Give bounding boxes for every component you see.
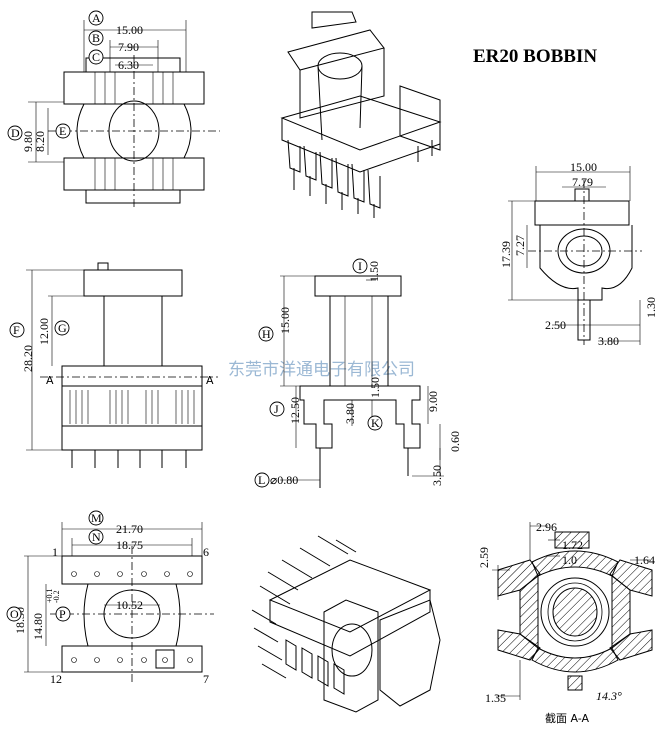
dim-2-96: 2.96 bbox=[536, 520, 557, 534]
callout-l: L bbox=[254, 472, 270, 488]
pin-label-6: 6 bbox=[203, 545, 209, 559]
callout-c: C bbox=[88, 49, 104, 65]
pin-label-12: 12 bbox=[50, 672, 62, 686]
end-view-right: 15.00 7.79 7.27 17.39 2.50 3.80 1.30 bbox=[499, 160, 658, 348]
dim-1-50-mid: 1.50 bbox=[368, 377, 382, 398]
svg-text:D: D bbox=[11, 126, 20, 140]
callout-b: B bbox=[88, 30, 104, 46]
dim-7-79: 7.79 bbox=[572, 175, 593, 189]
isometric-bottom-view bbox=[251, 535, 441, 713]
isometric-top-view bbox=[280, 11, 442, 218]
dim-1-64: 1.64 bbox=[634, 553, 655, 567]
front-view: 28.20 12.00 F G A A bbox=[9, 262, 218, 468]
callout-f: F bbox=[9, 322, 25, 338]
dim-21-70: 21.70 bbox=[116, 522, 143, 536]
svg-text:M: M bbox=[91, 511, 102, 525]
drawing-title: ER20 BOBBIN bbox=[473, 46, 597, 67]
dim-17-39: 17.39 bbox=[499, 241, 513, 268]
callout-g: G bbox=[54, 320, 70, 336]
svg-text:E: E bbox=[59, 124, 66, 138]
callout-n: N bbox=[88, 529, 104, 545]
section-marker-left: A bbox=[46, 374, 54, 387]
svg-text:F: F bbox=[13, 323, 20, 337]
callout-h: H bbox=[258, 326, 274, 342]
dim-12-50: 12.50 bbox=[288, 397, 302, 424]
callout-p: P bbox=[55, 606, 71, 622]
dim-9-00: 9.00 bbox=[426, 391, 440, 412]
callout-e: E bbox=[55, 123, 71, 139]
top-view: 15.00 7.90 6.30 9.80 8.20 A B C D E bbox=[7, 10, 220, 208]
dim-18-75: 18.75 bbox=[116, 538, 143, 552]
dim-15-00-right: 15.00 bbox=[570, 160, 597, 174]
callout-a: A bbox=[88, 10, 104, 26]
dim-14-80-tol-lo: -0.2 bbox=[52, 590, 61, 603]
dim-3-50: 3.50 bbox=[430, 465, 444, 486]
callout-j: J bbox=[269, 401, 285, 417]
company-watermark: 东莞市洋通电子有限公司 bbox=[228, 360, 415, 380]
callout-i: I bbox=[352, 258, 368, 274]
callout-o: O bbox=[6, 606, 22, 622]
dim-14-80-tol-hi: +0.1 bbox=[45, 588, 54, 603]
bottom-view: 21.70 18.75 18.30 14.80 +0.1 -0.2 10.52 … bbox=[6, 510, 214, 686]
section-a-a: 2.96 2.59 1.72 1.0 1.64 1.35 14.3° 截面 A-… bbox=[477, 520, 655, 725]
svg-text:P: P bbox=[59, 607, 66, 621]
dim-15-00-side: 15.00 bbox=[278, 307, 292, 334]
dim-12-00: 12.00 bbox=[37, 318, 51, 345]
callout-m: M bbox=[88, 510, 104, 526]
pin-label-1: 1 bbox=[52, 545, 58, 559]
pin-label-7: 7 bbox=[203, 672, 209, 686]
dim-14-80: 14.80 bbox=[31, 613, 45, 640]
dim-1-30: 1.30 bbox=[644, 297, 658, 318]
dim-7-27: 7.27 bbox=[513, 235, 527, 256]
dim-0-60: 0.60 bbox=[448, 431, 462, 452]
side-view: 1.50 15.00 12.50 3.80 1.50 9.00 0.60 3.5… bbox=[254, 258, 462, 488]
section-label: 截面 A-A bbox=[545, 711, 590, 725]
dim-3-80-right: 3.80 bbox=[598, 334, 619, 348]
section-marker-right: A bbox=[206, 374, 214, 387]
dim-10-52: 10.52 bbox=[116, 598, 143, 612]
dim-7-90: 7.90 bbox=[118, 40, 139, 54]
svg-text:H: H bbox=[262, 327, 271, 341]
dim-3-80-mid: 3.80 bbox=[343, 403, 357, 424]
dim-14-3-deg: 14.3° bbox=[596, 689, 622, 703]
svg-text:O: O bbox=[10, 607, 19, 621]
callout-d: D bbox=[7, 125, 23, 141]
dim-15-00-top: 15.00 bbox=[116, 23, 143, 37]
callout-k: K bbox=[367, 415, 383, 431]
dim-2-59: 2.59 bbox=[477, 547, 491, 568]
dim-2-50: 2.50 bbox=[545, 318, 566, 332]
svg-text:L: L bbox=[258, 473, 265, 487]
dim-1-35: 1.35 bbox=[485, 691, 506, 705]
svg-text:B: B bbox=[92, 31, 100, 45]
svg-text:K: K bbox=[371, 416, 380, 430]
dim-1-0: 1.0 bbox=[562, 553, 577, 567]
dim-1-50-top: 1.50 bbox=[367, 261, 381, 282]
svg-text:I: I bbox=[358, 259, 362, 273]
svg-text:A: A bbox=[92, 11, 101, 25]
dim-28-20: 28.20 bbox=[21, 345, 35, 372]
dim-6-30: 6.30 bbox=[118, 58, 139, 72]
dim-0-80: ⌀0.80 bbox=[270, 473, 298, 487]
dim-8-20: 8.20 bbox=[33, 131, 47, 152]
dim-9-80: 9.80 bbox=[21, 131, 35, 152]
dim-1-72: 1.72 bbox=[562, 538, 583, 552]
svg-text:C: C bbox=[92, 50, 100, 64]
svg-text:N: N bbox=[92, 530, 101, 544]
svg-text:J: J bbox=[274, 402, 279, 416]
svg-text:G: G bbox=[58, 321, 67, 335]
